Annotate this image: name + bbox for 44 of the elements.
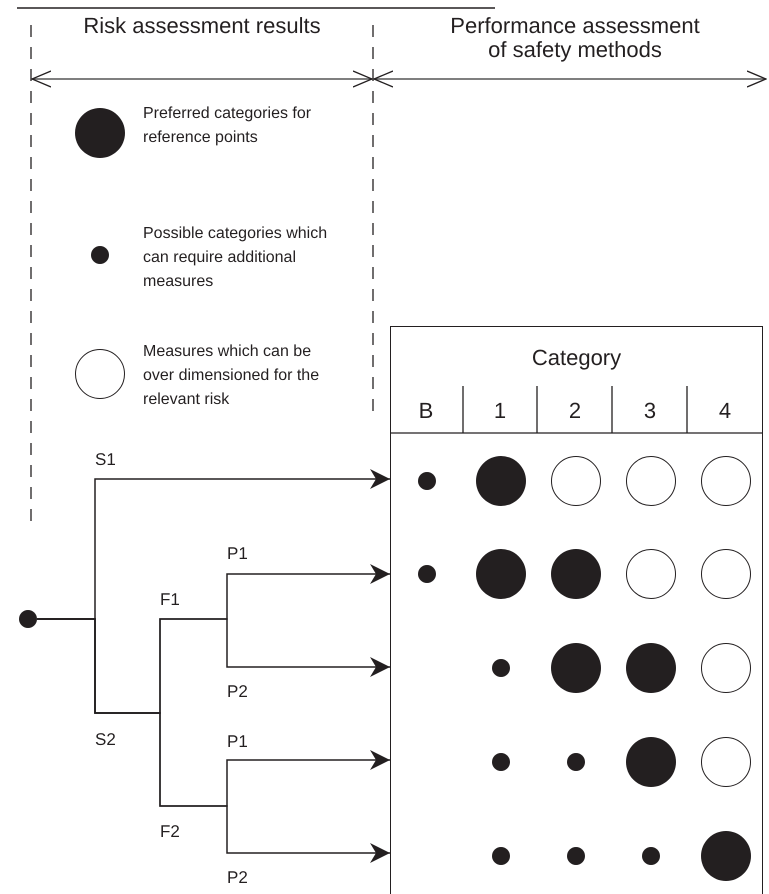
branch-label: F1 <box>160 591 180 608</box>
open-circle <box>701 643 751 693</box>
small-dot <box>418 472 436 490</box>
open-circle <box>551 456 601 506</box>
start-dot <box>19 610 37 628</box>
small-dot <box>642 847 660 865</box>
open-circle <box>701 456 751 506</box>
filled-circle <box>476 456 526 506</box>
small-dot <box>418 565 436 583</box>
small-dot <box>567 847 585 865</box>
branch-label: S2 <box>95 731 116 748</box>
column-header: 1 <box>492 400 508 422</box>
branch-label: F2 <box>160 823 180 840</box>
open-circle <box>701 737 751 787</box>
legend-text: Measures which can be over dimensioned for the relevant risk <box>143 342 320 410</box>
section-heading: Risk assessment results <box>82 14 322 38</box>
open-circle <box>626 549 676 599</box>
small-dot <box>492 753 510 771</box>
branch-label: P2 <box>227 683 248 700</box>
filled-circle <box>551 549 601 599</box>
section-heading: Performance assessment of safety methods <box>449 14 701 62</box>
column-header: B <box>418 400 434 422</box>
open-circle <box>701 549 751 599</box>
filled-circle <box>626 737 676 787</box>
small-dot <box>492 659 510 677</box>
category-table <box>390 326 763 894</box>
small-dot <box>567 753 585 771</box>
branch-label: P2 <box>227 869 248 886</box>
column-header: 3 <box>642 400 658 422</box>
arrow <box>37 618 390 863</box>
column-header: 2 <box>568 400 582 422</box>
legend-text: Preferred categories for reference points <box>143 104 312 148</box>
open-circle <box>626 456 676 506</box>
legend-text: Possible categories which can require additional measures <box>143 224 328 292</box>
table-title: Category <box>530 347 622 369</box>
filled-circle <box>476 549 526 599</box>
branch-label: S1 <box>95 451 116 468</box>
filled-circle <box>701 831 751 881</box>
branch-label: P1 <box>227 545 248 562</box>
branch-label: P1 <box>227 733 248 750</box>
filled-circle <box>626 643 676 693</box>
column-header: 4 <box>718 400 732 422</box>
small-dot <box>492 847 510 865</box>
filled-circle <box>551 643 601 693</box>
